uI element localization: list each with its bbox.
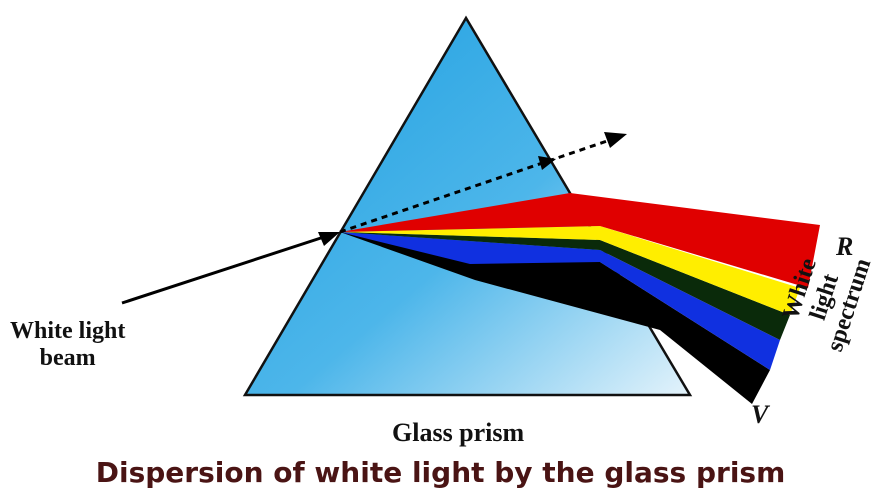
incident-beam (121, 233, 331, 305)
incident-beam-arrowhead (318, 232, 340, 246)
violet-end-label: V (751, 400, 769, 429)
undeviated-path-mid-arrowhead (538, 156, 556, 170)
spectrum-band-green (340, 232, 790, 340)
spectrum-band-violet (340, 232, 770, 404)
glass-prism-label: Glass prism (392, 418, 525, 447)
spectrum-band-blue (340, 232, 780, 370)
undeviated-path (339, 138, 611, 234)
red-end-label: R (836, 232, 854, 261)
white-light-beam-label: White light beam (10, 318, 126, 371)
spectrum-band-red (340, 193, 820, 288)
undeviated-path-arrowhead (604, 132, 627, 148)
spectrum-band-yellow (340, 226, 800, 315)
diagram-caption: Dispersion of white light by the glass p… (95, 456, 786, 489)
